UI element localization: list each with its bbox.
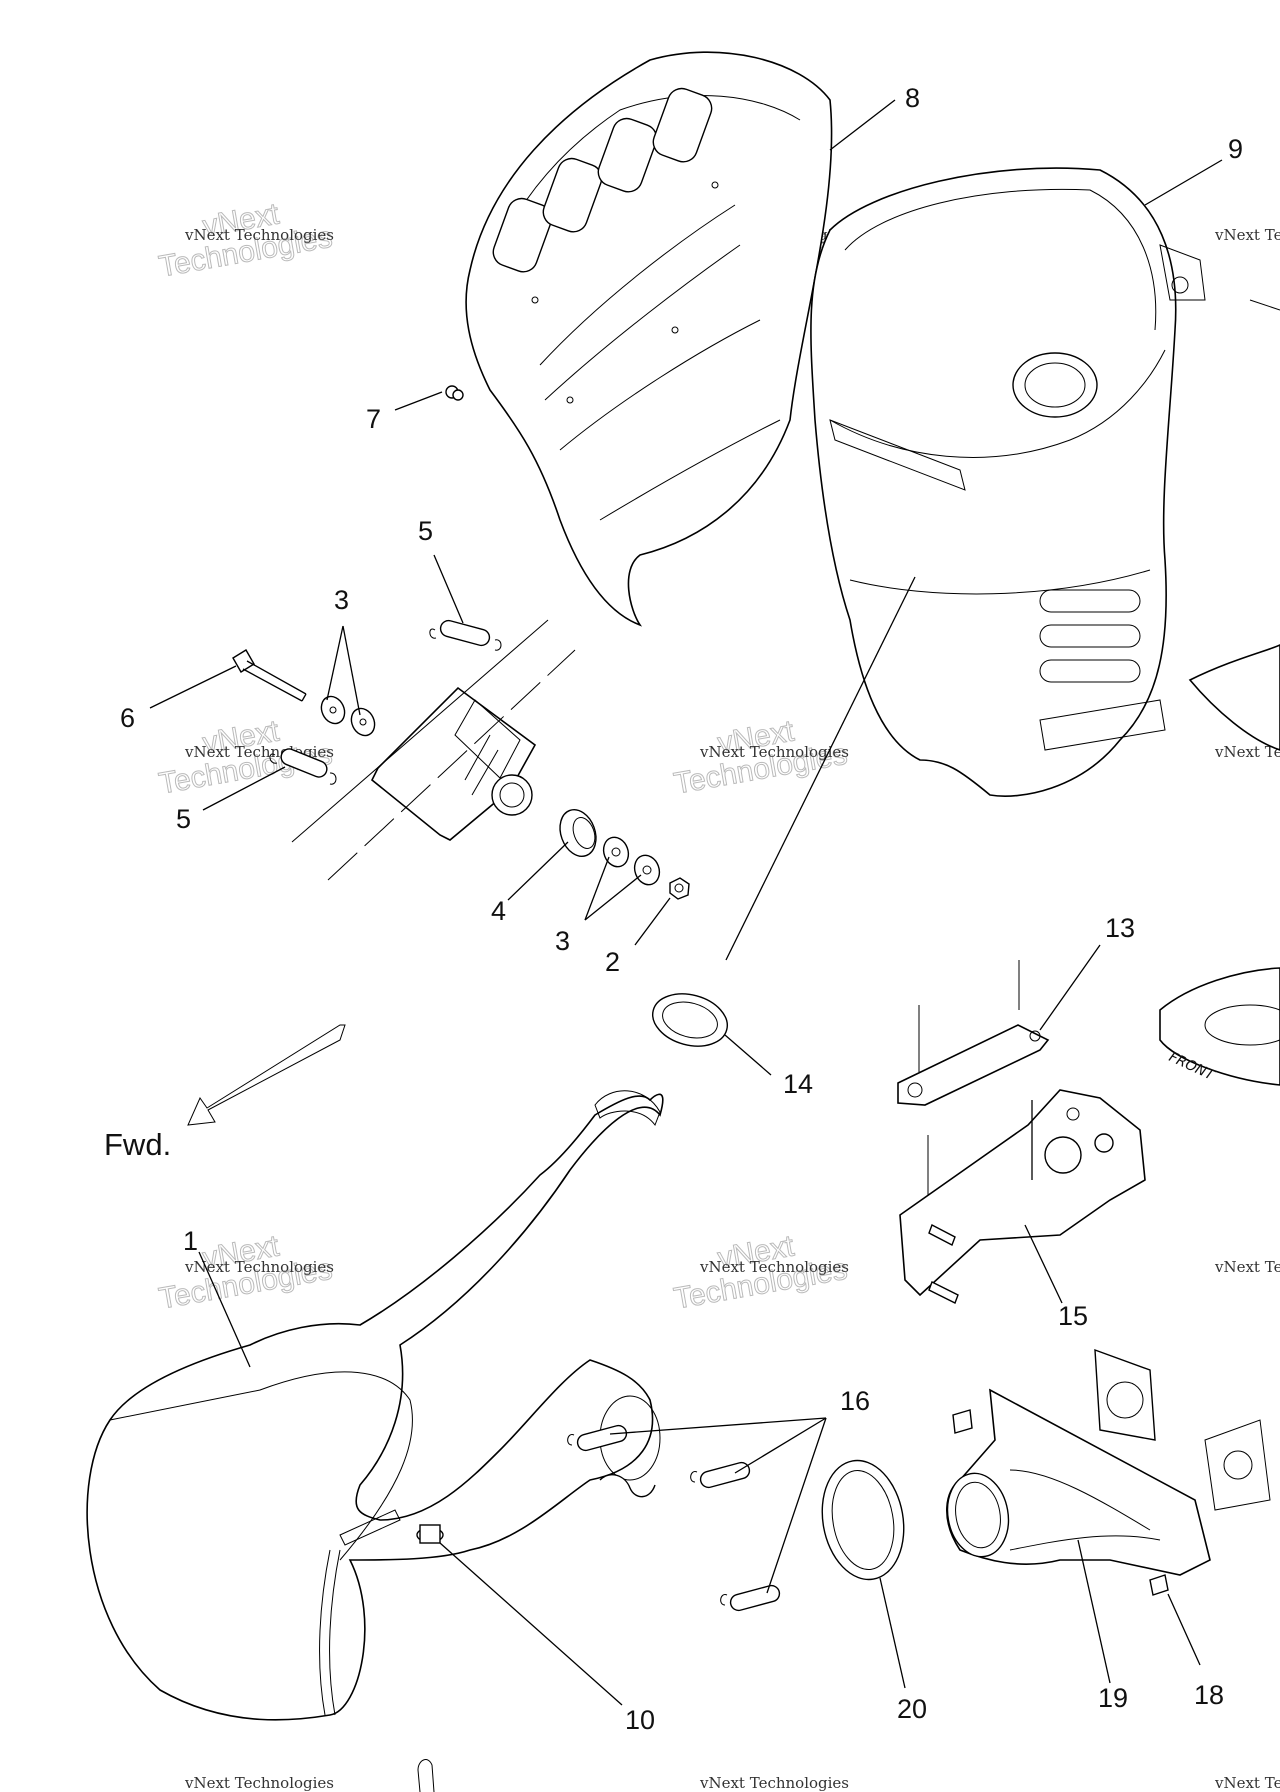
forward-arrow: Fwd.: [104, 1024, 346, 1162]
watermark: Technologies vNext vNext Technologies: [671, 714, 850, 801]
callout-3: 3: [334, 585, 349, 615]
svg-text:vNext Technologies: vNext Technologies: [184, 1774, 334, 1792]
callout-7: 7: [366, 404, 381, 434]
svg-text:vNext Technologies: vNext Technologies: [1214, 1258, 1280, 1276]
callout-2: 2: [605, 947, 620, 977]
callout-5: 5: [176, 804, 191, 834]
watermark: vNext Technologies: [1214, 743, 1280, 761]
callout-3: 3: [555, 926, 570, 956]
part-16-springs: [567, 1424, 781, 1612]
watermark: Technologies vNext vNext Technologies: [671, 1229, 850, 1316]
svg-text:vNext Technologies: vNext Technologies: [1214, 743, 1280, 761]
svg-text:vNext Technologies: vNext Technologies: [699, 743, 849, 761]
leader-lines: [149, 99, 1223, 1706]
part-19-manifold: [946, 1348, 1211, 1596]
callout-6: 6: [120, 703, 135, 733]
callout-20: 20: [897, 1694, 927, 1724]
callout-1: 1: [183, 1226, 198, 1256]
callout-8: 8: [905, 83, 920, 113]
callout-19: 19: [1098, 1683, 1128, 1713]
part-20-gasket-ring: [821, 1459, 905, 1581]
part-8-heat-shield: [465, 51, 833, 627]
callout-16: 16: [840, 1386, 870, 1416]
svg-text:vNext Technologies: vNext Technologies: [1214, 1774, 1280, 1792]
watermark: vNext Technologies: [1214, 1258, 1280, 1276]
right-edge-partial-parts: FRONT: [1159, 644, 1280, 1511]
partial-spring-bottom: [417, 1759, 435, 1792]
watermark: vNext Technologies: [1214, 226, 1280, 244]
callout-9: 9: [1228, 134, 1243, 164]
part-15-bracket: [899, 1089, 1146, 1304]
callout-14: 14: [783, 1069, 813, 1099]
callout-13: 13: [1105, 913, 1135, 943]
hardware-cluster: [232, 385, 690, 900]
svg-text:vNext Technologies: vNext Technologies: [184, 1258, 334, 1276]
callout-4: 4: [491, 896, 506, 926]
part-9-muffler: [810, 167, 1280, 797]
watermark: vNext Technologies: [1214, 1774, 1280, 1792]
callout-15: 15: [1058, 1301, 1088, 1331]
svg-text:vNext Technologies: vNext Technologies: [699, 1258, 849, 1276]
watermark: Technologies vNext vNext Technologies: [156, 197, 335, 284]
part-1-exhaust-pipe: [86, 1090, 664, 1721]
forward-direction-label: Fwd.: [104, 1127, 171, 1162]
callouts: 8 9 7 5 3 6 5 4 3 2 13 14 1 15 16 10 20 …: [120, 83, 1243, 1735]
svg-text:vNext Technologies: vNext Technologies: [699, 1774, 849, 1792]
svg-text:vNext Technologies: vNext Technologies: [184, 226, 334, 244]
svg-text:vNext Technologies: vNext Technologies: [1214, 226, 1280, 244]
callout-5: 5: [418, 516, 433, 546]
callout-18: 18: [1194, 1680, 1224, 1710]
watermark: vNext Technologies: [184, 1774, 334, 1792]
part-13-clamp-plate: [897, 960, 1050, 1195]
callout-10: 10: [625, 1705, 655, 1735]
watermark: vNext Technologies: [699, 1774, 849, 1792]
part-14-seal-ring: [652, 993, 728, 1047]
